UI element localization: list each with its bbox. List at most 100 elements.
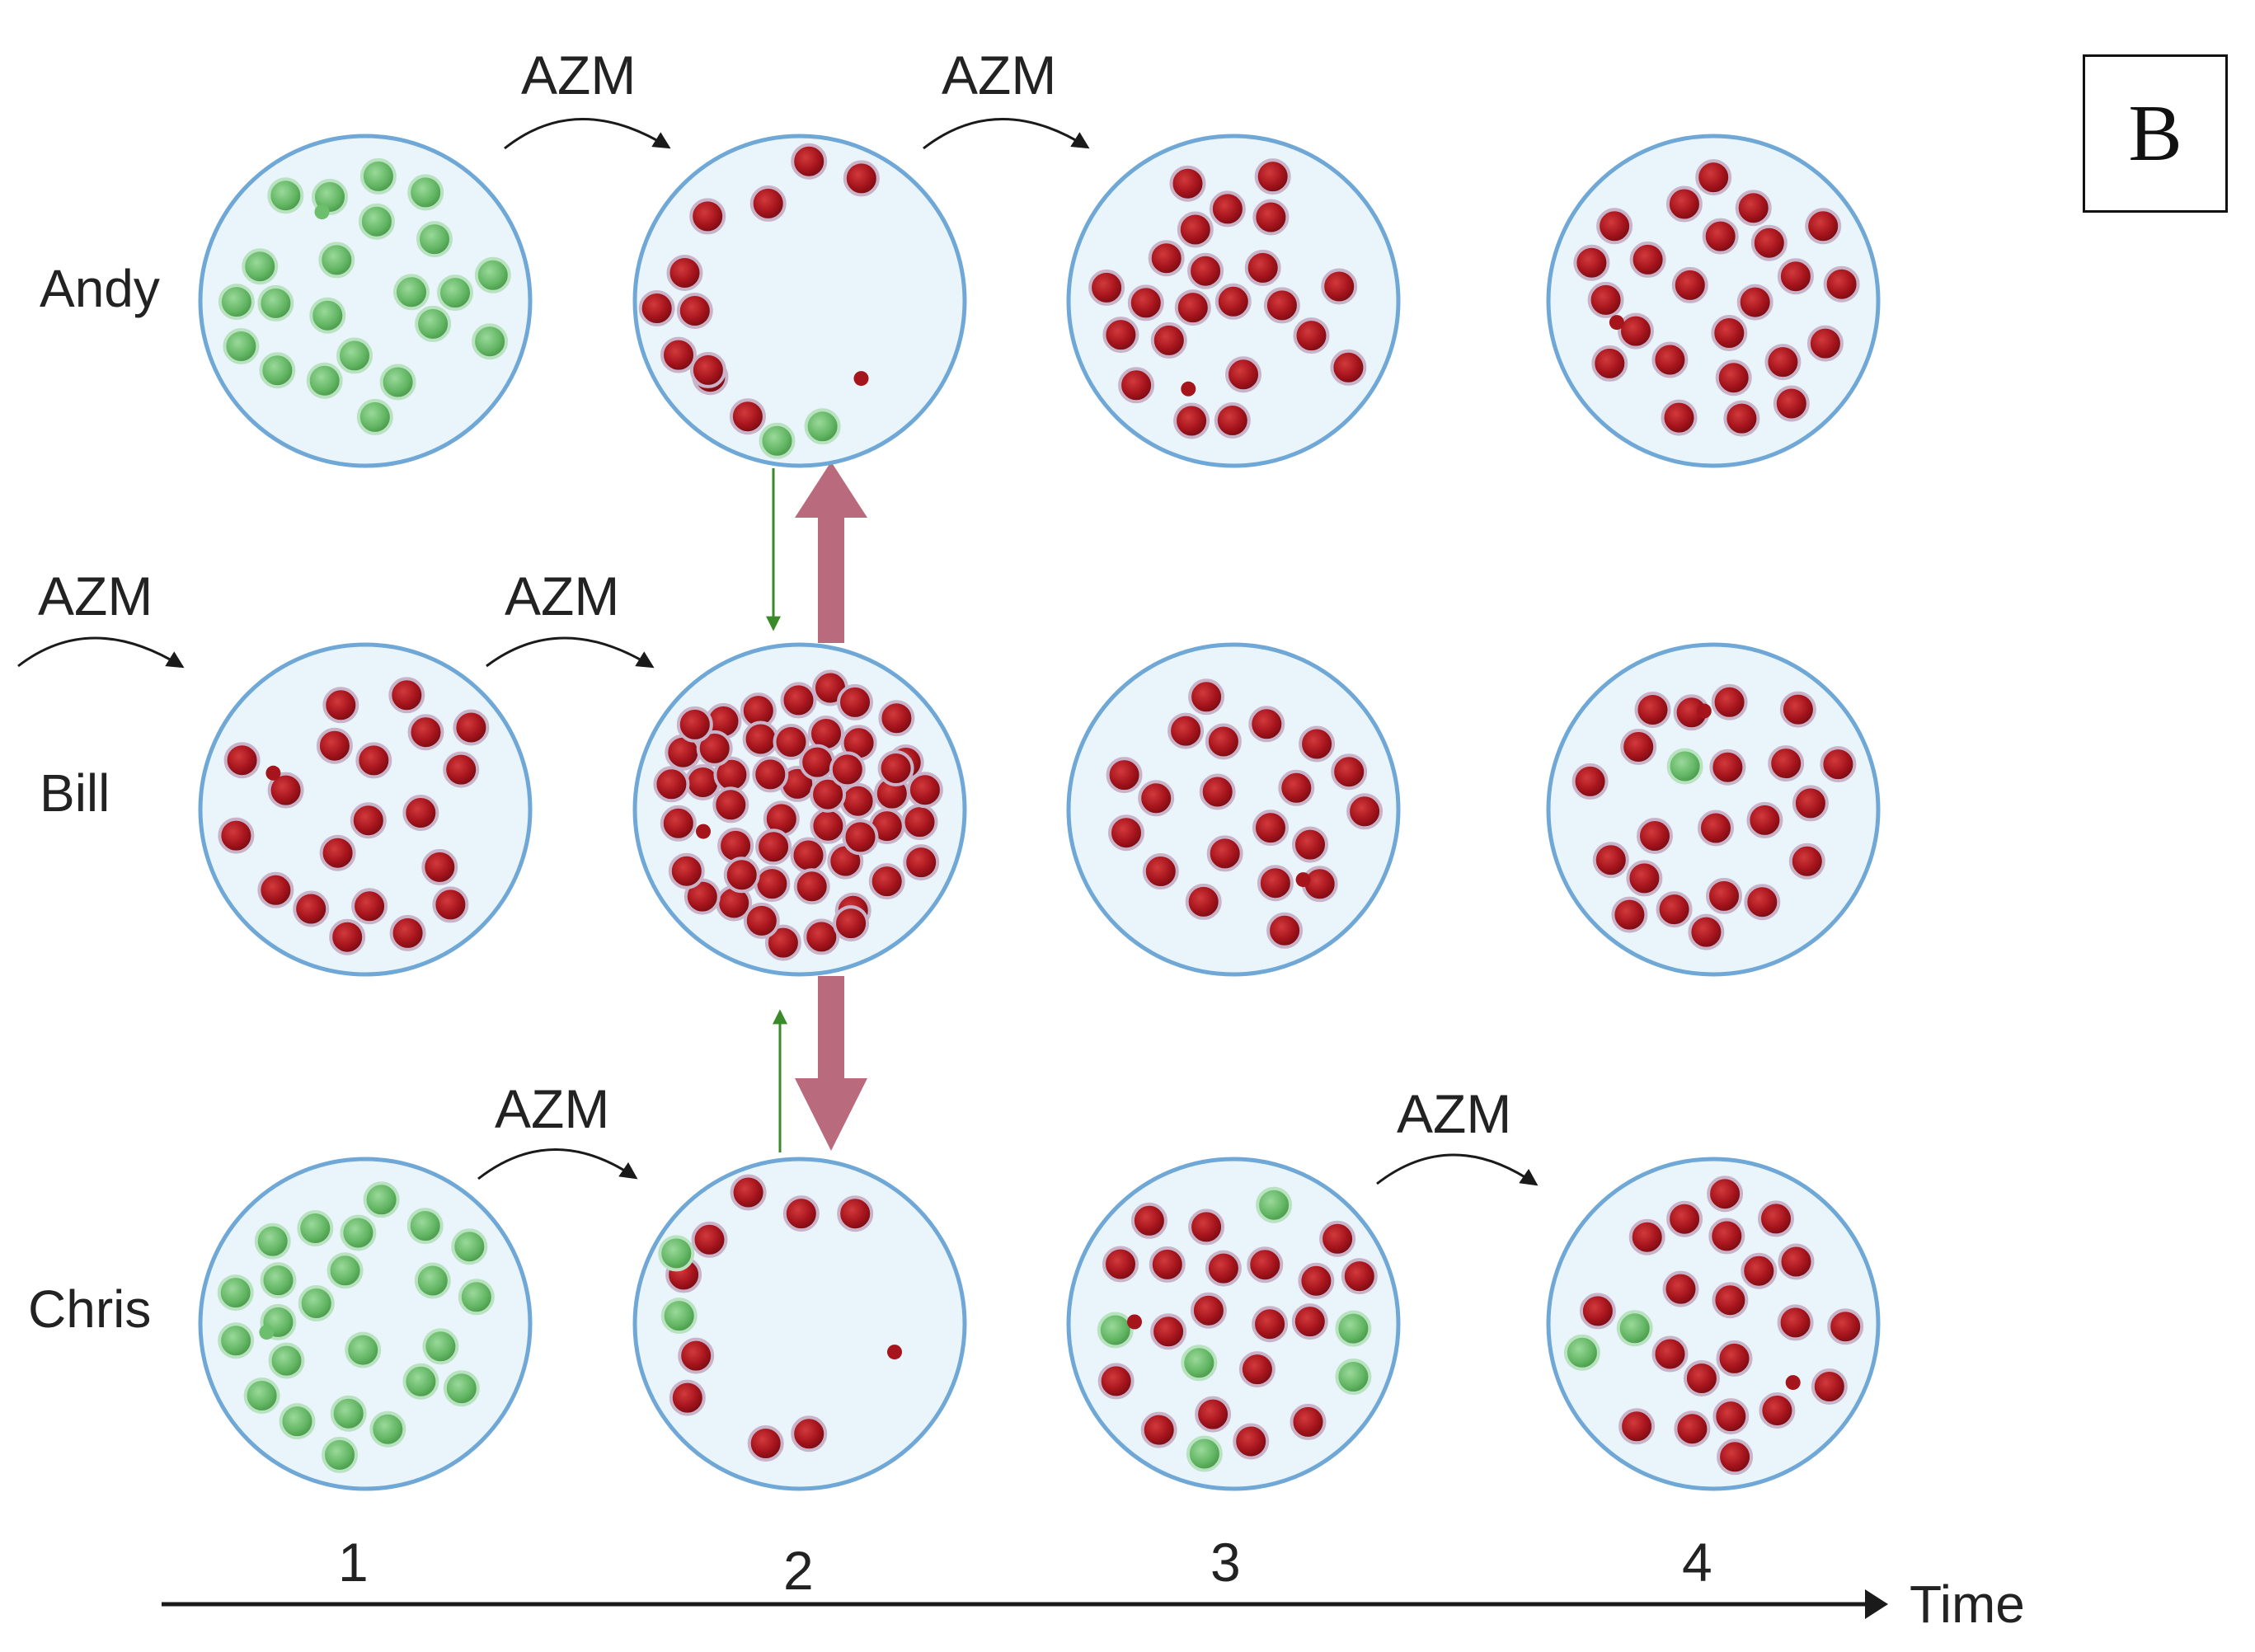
susceptible-bacterium (327, 1252, 364, 1289)
azm-label-chris-3-4: AZM (1397, 1083, 1512, 1144)
resistant-bacterium (773, 724, 810, 760)
susceptible-bacterium (322, 1436, 358, 1473)
resistant-bacterium (1292, 826, 1328, 863)
resistant-bacterium (1716, 1340, 1753, 1377)
resistant-bacterium (1252, 199, 1290, 236)
resistant-bacterium (1709, 749, 1746, 786)
resistant-bacterium (1741, 1252, 1778, 1289)
susceptible-bacterium (406, 1208, 444, 1245)
resistant-bacterium (1811, 1368, 1848, 1405)
resistant-bacterium (660, 336, 697, 373)
time-axis-label: Time (1910, 1575, 2025, 1634)
resistant-bacterium (1174, 289, 1211, 326)
resistant-bacterium (764, 924, 801, 961)
resistant-bacterium (1674, 1410, 1711, 1448)
culture-chris-t1 (198, 1157, 533, 1491)
resistant-bacterium (1792, 785, 1829, 822)
resistant-bacterium (742, 720, 779, 758)
resistant-bacterium (1252, 810, 1289, 847)
susceptible-bacterium (268, 1342, 305, 1379)
resistant-bacterium (1662, 1270, 1699, 1307)
resistant-bacterium (1127, 284, 1164, 321)
susceptible-bacterium (414, 1262, 451, 1299)
resistant-bacterium (1341, 1258, 1378, 1295)
small-bacterium (259, 1325, 275, 1340)
small-bacterium (853, 371, 869, 387)
resistant-bacterium (669, 1379, 706, 1416)
resistant-bacterium (747, 1425, 784, 1462)
susceptible-bacterium (217, 1274, 254, 1312)
resistant-bacterium (453, 709, 490, 746)
small-bacterium (314, 204, 330, 220)
resistant-bacterium (1148, 240, 1185, 277)
resistant-bacterium (1758, 1200, 1794, 1237)
culture-chris-t3 (1066, 1157, 1401, 1491)
small-bacterium (1295, 872, 1311, 888)
resistant-bacterium (782, 1195, 820, 1232)
resistant-bacterium (1190, 1292, 1227, 1329)
susceptible-bacterium (474, 256, 511, 293)
resistant-bacterium (1618, 1408, 1656, 1445)
susceptible-bacterium (1666, 748, 1703, 785)
resistant-bacterium (1665, 185, 1703, 223)
resistant-bacterium (1587, 281, 1624, 318)
susceptible-bacterium (451, 1228, 488, 1265)
resistant-bacterium (1750, 224, 1788, 261)
resistant-bacterium (1247, 1246, 1284, 1284)
resistant-bacterium (1712, 1282, 1749, 1319)
resistant-bacterium (1671, 266, 1708, 303)
culture-andy-t1 (198, 134, 533, 468)
azm-label-andy-2-3: AZM (942, 45, 1057, 106)
susceptible-bacterium (359, 157, 397, 195)
resistant-bacterium (1571, 763, 1609, 800)
resistant-bacterium (257, 871, 294, 908)
susceptible-bacterium (1335, 1310, 1372, 1347)
resistant-bacterium (833, 905, 870, 942)
resistant-bacterium (402, 795, 439, 831)
resistant-bacterium (1823, 265, 1860, 303)
resistant-bacterium (837, 1195, 874, 1232)
susceptible-bacterium (472, 323, 509, 360)
resistant-bacterium (319, 834, 356, 871)
resistant-bacterium (1169, 165, 1206, 202)
resistant-bacterium (1205, 723, 1242, 760)
resistant-bacterium (1707, 1176, 1744, 1213)
susceptible-bacterium (369, 1410, 406, 1448)
person-label-andy: Andy (40, 259, 160, 318)
susceptible-bacterium (402, 1363, 439, 1400)
resistant-bacterium (842, 819, 879, 856)
resistant-bacterium (443, 751, 480, 788)
resistant-bacterium (1278, 769, 1315, 806)
resistant-bacterium (689, 198, 726, 235)
resistant-bacterium (1214, 283, 1252, 320)
resistant-bacterium (1102, 317, 1139, 354)
resistant-bacterium (878, 700, 915, 737)
resistant-bacterium (1592, 842, 1629, 879)
resistant-bacterium (1611, 896, 1648, 933)
resistant-bacterium (1661, 399, 1698, 436)
susceptible-bacterium (257, 284, 294, 321)
resistant-bacterium (829, 751, 866, 788)
small-bacterium (696, 824, 711, 839)
susceptible-bacterium (422, 1328, 459, 1365)
culture-bill-t1 (198, 642, 533, 977)
resistant-bacterium (1788, 842, 1825, 880)
resistant-bacterium (903, 844, 940, 881)
resistant-bacterium (389, 914, 426, 951)
resistant-bacterium (329, 918, 366, 955)
time-point-4: 4 (1682, 1532, 1712, 1593)
susceptible-bacterium (1256, 1186, 1293, 1223)
susceptible-bacterium (356, 398, 393, 435)
susceptible-bacterium (415, 305, 452, 342)
resistant-bacterium (1233, 1423, 1270, 1460)
susceptible-bacterium (298, 1285, 335, 1321)
resistant-bacterium (1188, 678, 1225, 716)
resistant-bacterium (1777, 1304, 1814, 1341)
resistant-bacterium (1248, 706, 1285, 743)
resistant-bacterium (1118, 367, 1155, 404)
resistant-bacterium (1656, 891, 1693, 928)
small-bacterium (1785, 1375, 1801, 1391)
resistant-bacterium (1209, 190, 1246, 228)
susceptible-bacterium (297, 1210, 334, 1246)
